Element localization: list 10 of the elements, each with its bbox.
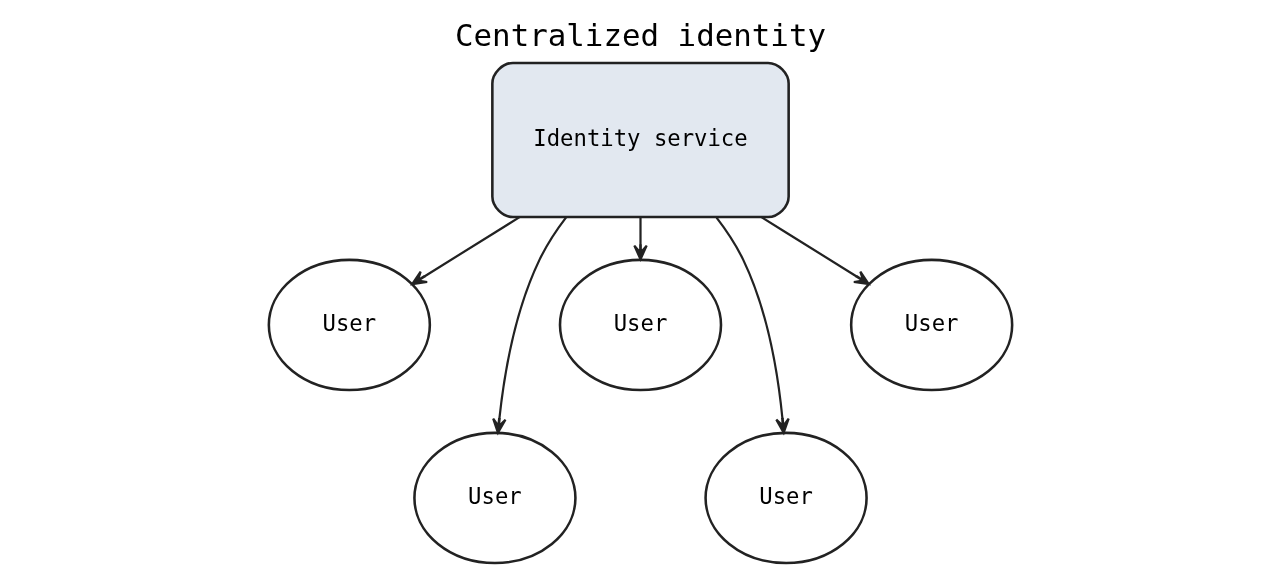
node-ellipse: User	[558, 258, 722, 392]
node-ellipse: User	[412, 431, 577, 565]
node-box: Identity service	[490, 61, 790, 219]
diagram-title: Centralized identity	[454, 17, 826, 54]
arrow	[715, 216, 790, 434]
arrow	[410, 216, 520, 286]
arrow	[632, 217, 648, 261]
arrow	[760, 216, 870, 286]
arrow	[491, 216, 567, 434]
node-ellipse: User	[703, 431, 868, 565]
